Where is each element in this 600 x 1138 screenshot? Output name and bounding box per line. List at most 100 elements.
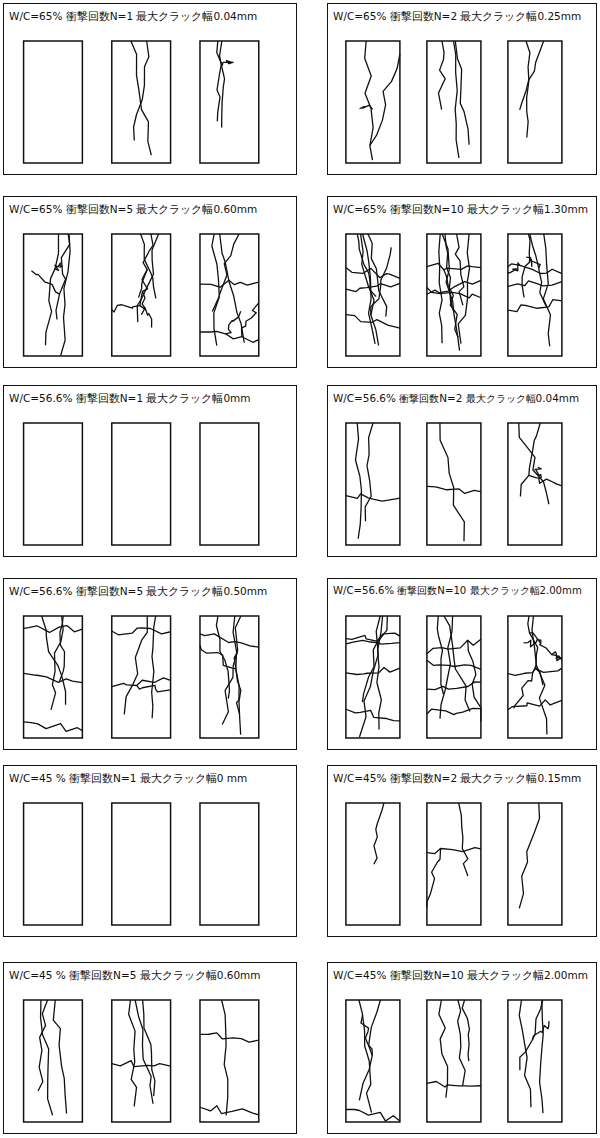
specimen — [112, 803, 171, 925]
crack-line — [520, 423, 540, 496]
specimen-outline — [508, 41, 562, 163]
panel-heading: W/C=56.6% 衝撃回数N=1 最大クラック幅0mm — [9, 391, 251, 405]
crack-line — [135, 1000, 153, 1104]
crack-line — [346, 668, 400, 675]
specimen — [508, 616, 562, 738]
test-panel: W/C=45% 衝撃回数N=10 最大クラック幅2.00mm — [327, 962, 597, 1134]
crack-line — [552, 652, 562, 661]
test-panel: W/C=65% 衝撃回数N=5 最大クラック幅0.60mm — [3, 196, 297, 368]
specimen — [346, 616, 400, 738]
specimen-outline — [200, 234, 259, 356]
test-panel: W/C=56.6% 衝撃回数N=1 最大クラック幅0mm — [3, 385, 297, 557]
panel-heading: W/C=45% 衝撃回数N=10 最大クラック幅2.00mm — [333, 968, 588, 982]
crack-line — [440, 616, 453, 719]
specimen — [427, 1000, 481, 1122]
specimen-outline — [112, 803, 171, 925]
crack-line — [42, 616, 66, 705]
specimen — [346, 423, 400, 545]
crack-line — [532, 616, 547, 735]
crack-line — [540, 1000, 544, 1113]
specimen — [427, 803, 481, 925]
crack-line — [142, 291, 152, 327]
crack-line — [59, 616, 64, 682]
crack-line — [200, 645, 236, 669]
specimen — [200, 803, 259, 925]
crack-line — [427, 848, 441, 907]
specimen-outline — [427, 616, 481, 738]
crack-line — [427, 848, 481, 854]
panel-heading: W/C=45 % 衝撃回数N=5 最大クラック幅0.60mm — [9, 968, 261, 982]
specimen-outline — [508, 803, 562, 925]
crack-line — [370, 54, 400, 145]
crack-line — [346, 283, 400, 291]
crack-line — [346, 709, 400, 721]
crack-line — [508, 263, 520, 273]
crack-line — [355, 423, 361, 539]
crack-line — [221, 61, 233, 65]
crack-line — [529, 475, 562, 486]
specimen-outline — [346, 616, 400, 738]
crack-line — [360, 105, 373, 109]
crack-line — [439, 234, 442, 343]
crack-line — [508, 668, 562, 675]
specimen — [24, 423, 83, 545]
specimen — [200, 423, 259, 545]
specimen — [346, 41, 400, 163]
specimen — [24, 41, 83, 163]
specimen — [200, 41, 259, 163]
crack-line — [124, 616, 147, 714]
crack-line — [112, 1061, 171, 1067]
crack-line — [141, 234, 156, 298]
specimen-outline — [24, 423, 83, 545]
crack-line — [519, 423, 549, 504]
crack-line — [137, 685, 171, 691]
crack-line — [427, 708, 481, 714]
crack-line — [522, 234, 530, 297]
crack-line — [508, 264, 562, 274]
test-panel: W/C=45% 衝撃回数N=2 最大クラック幅0.15mm — [327, 765, 597, 937]
crack-line — [346, 268, 400, 279]
specimen-outline — [427, 803, 481, 925]
crack-line — [427, 486, 481, 493]
specimen-outline — [346, 1000, 400, 1122]
crack-line — [220, 234, 245, 343]
test-panel: W/C=45 % 衝撃回数N=1 最大クラック幅0 mm — [3, 765, 297, 937]
specimen — [508, 423, 562, 545]
panel-heading: W/C=56.6% 衝撃回数N=5 最大クラック幅0.50mm — [9, 584, 267, 598]
crack-line — [462, 1000, 469, 1061]
specimen-outline — [508, 423, 562, 545]
specimen — [24, 234, 83, 356]
panel-heading: W/C=56.6% 衝撃回数N=2 最大クラック幅0.04mm — [333, 391, 579, 405]
crack-line — [222, 1000, 228, 1115]
specimen-outline — [200, 616, 259, 738]
crack-line — [24, 722, 83, 731]
specimen — [112, 41, 171, 163]
specimen-outline — [112, 423, 171, 545]
specimen-outline — [112, 1000, 171, 1122]
crack-line — [458, 234, 469, 344]
specimen — [346, 1000, 400, 1122]
crack-line — [520, 41, 544, 110]
specimen-outline — [24, 803, 83, 925]
specimen-outline — [112, 616, 171, 738]
crack-line — [427, 288, 481, 298]
crack-line — [427, 263, 481, 269]
specimen — [112, 234, 171, 356]
panel-heading: W/C=45% 衝撃回数N=2 最大クラック幅0.15mm — [333, 771, 581, 785]
test-panel: W/C=56.6% 衝撃回数N=5 最大クラック幅0.50mm — [3, 578, 297, 750]
specimen-outline — [508, 616, 562, 738]
specimen-outline — [200, 1000, 259, 1122]
crack-line — [24, 626, 83, 633]
crack-line — [427, 1082, 481, 1088]
crack-line — [455, 234, 464, 305]
crack-line — [46, 234, 59, 345]
specimen — [427, 423, 481, 545]
crack-line — [41, 1000, 53, 1115]
crack-line — [346, 1110, 400, 1122]
specimen — [508, 41, 562, 163]
crack-line — [371, 247, 392, 315]
specimen — [112, 423, 171, 545]
crack-line — [55, 263, 63, 270]
specimen — [508, 1000, 562, 1122]
crack-line — [444, 270, 458, 338]
